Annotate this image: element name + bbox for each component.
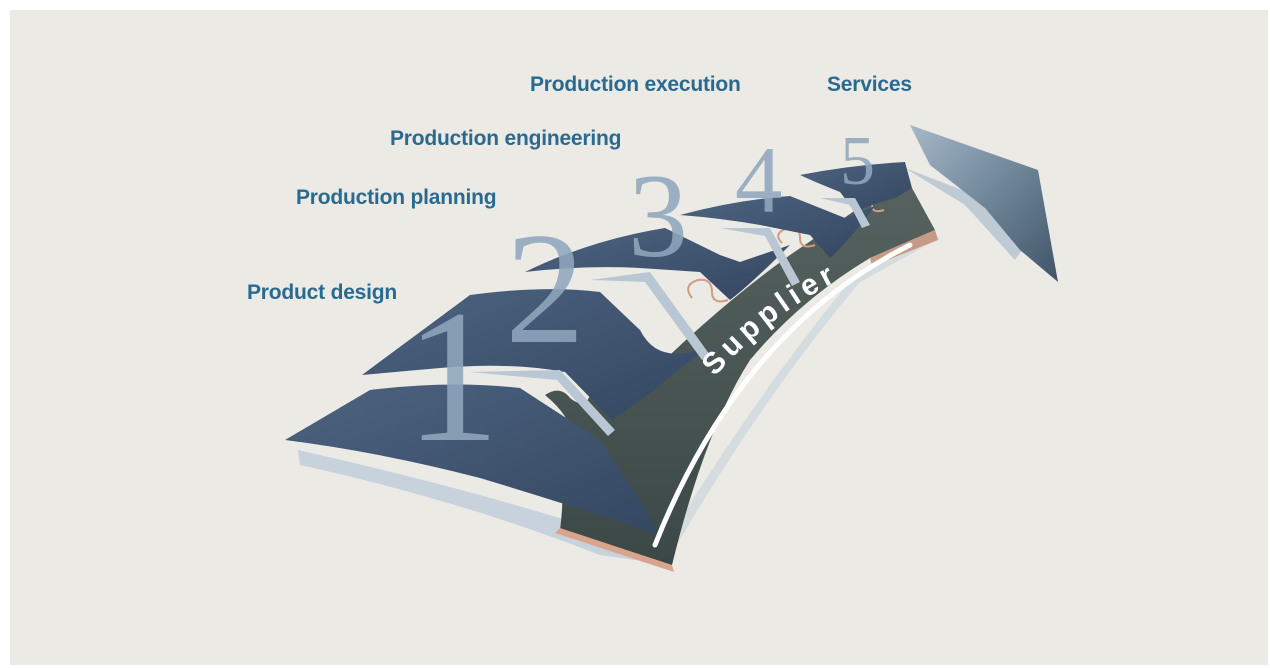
stage-number: 4 <box>735 127 783 233</box>
stage-label-production-planning: Production planning <box>296 186 497 209</box>
stage-number: 2 <box>505 199 585 377</box>
stage-number: 5 <box>840 123 875 200</box>
puzzle-top-face <box>285 162 912 535</box>
stage-number: 3 <box>628 149 688 282</box>
stage-label-product-design: Product design <box>247 281 398 304</box>
stage-numbers: 1 2 3 4 5 <box>405 123 875 482</box>
stage-label-services: Services <box>827 73 912 96</box>
stage-label-production-engineering: Production engineering <box>390 127 622 150</box>
arrow-icon <box>905 125 1058 282</box>
stage-label-production-execution: Production execution <box>530 73 741 96</box>
stage-number: 1 <box>405 272 500 482</box>
